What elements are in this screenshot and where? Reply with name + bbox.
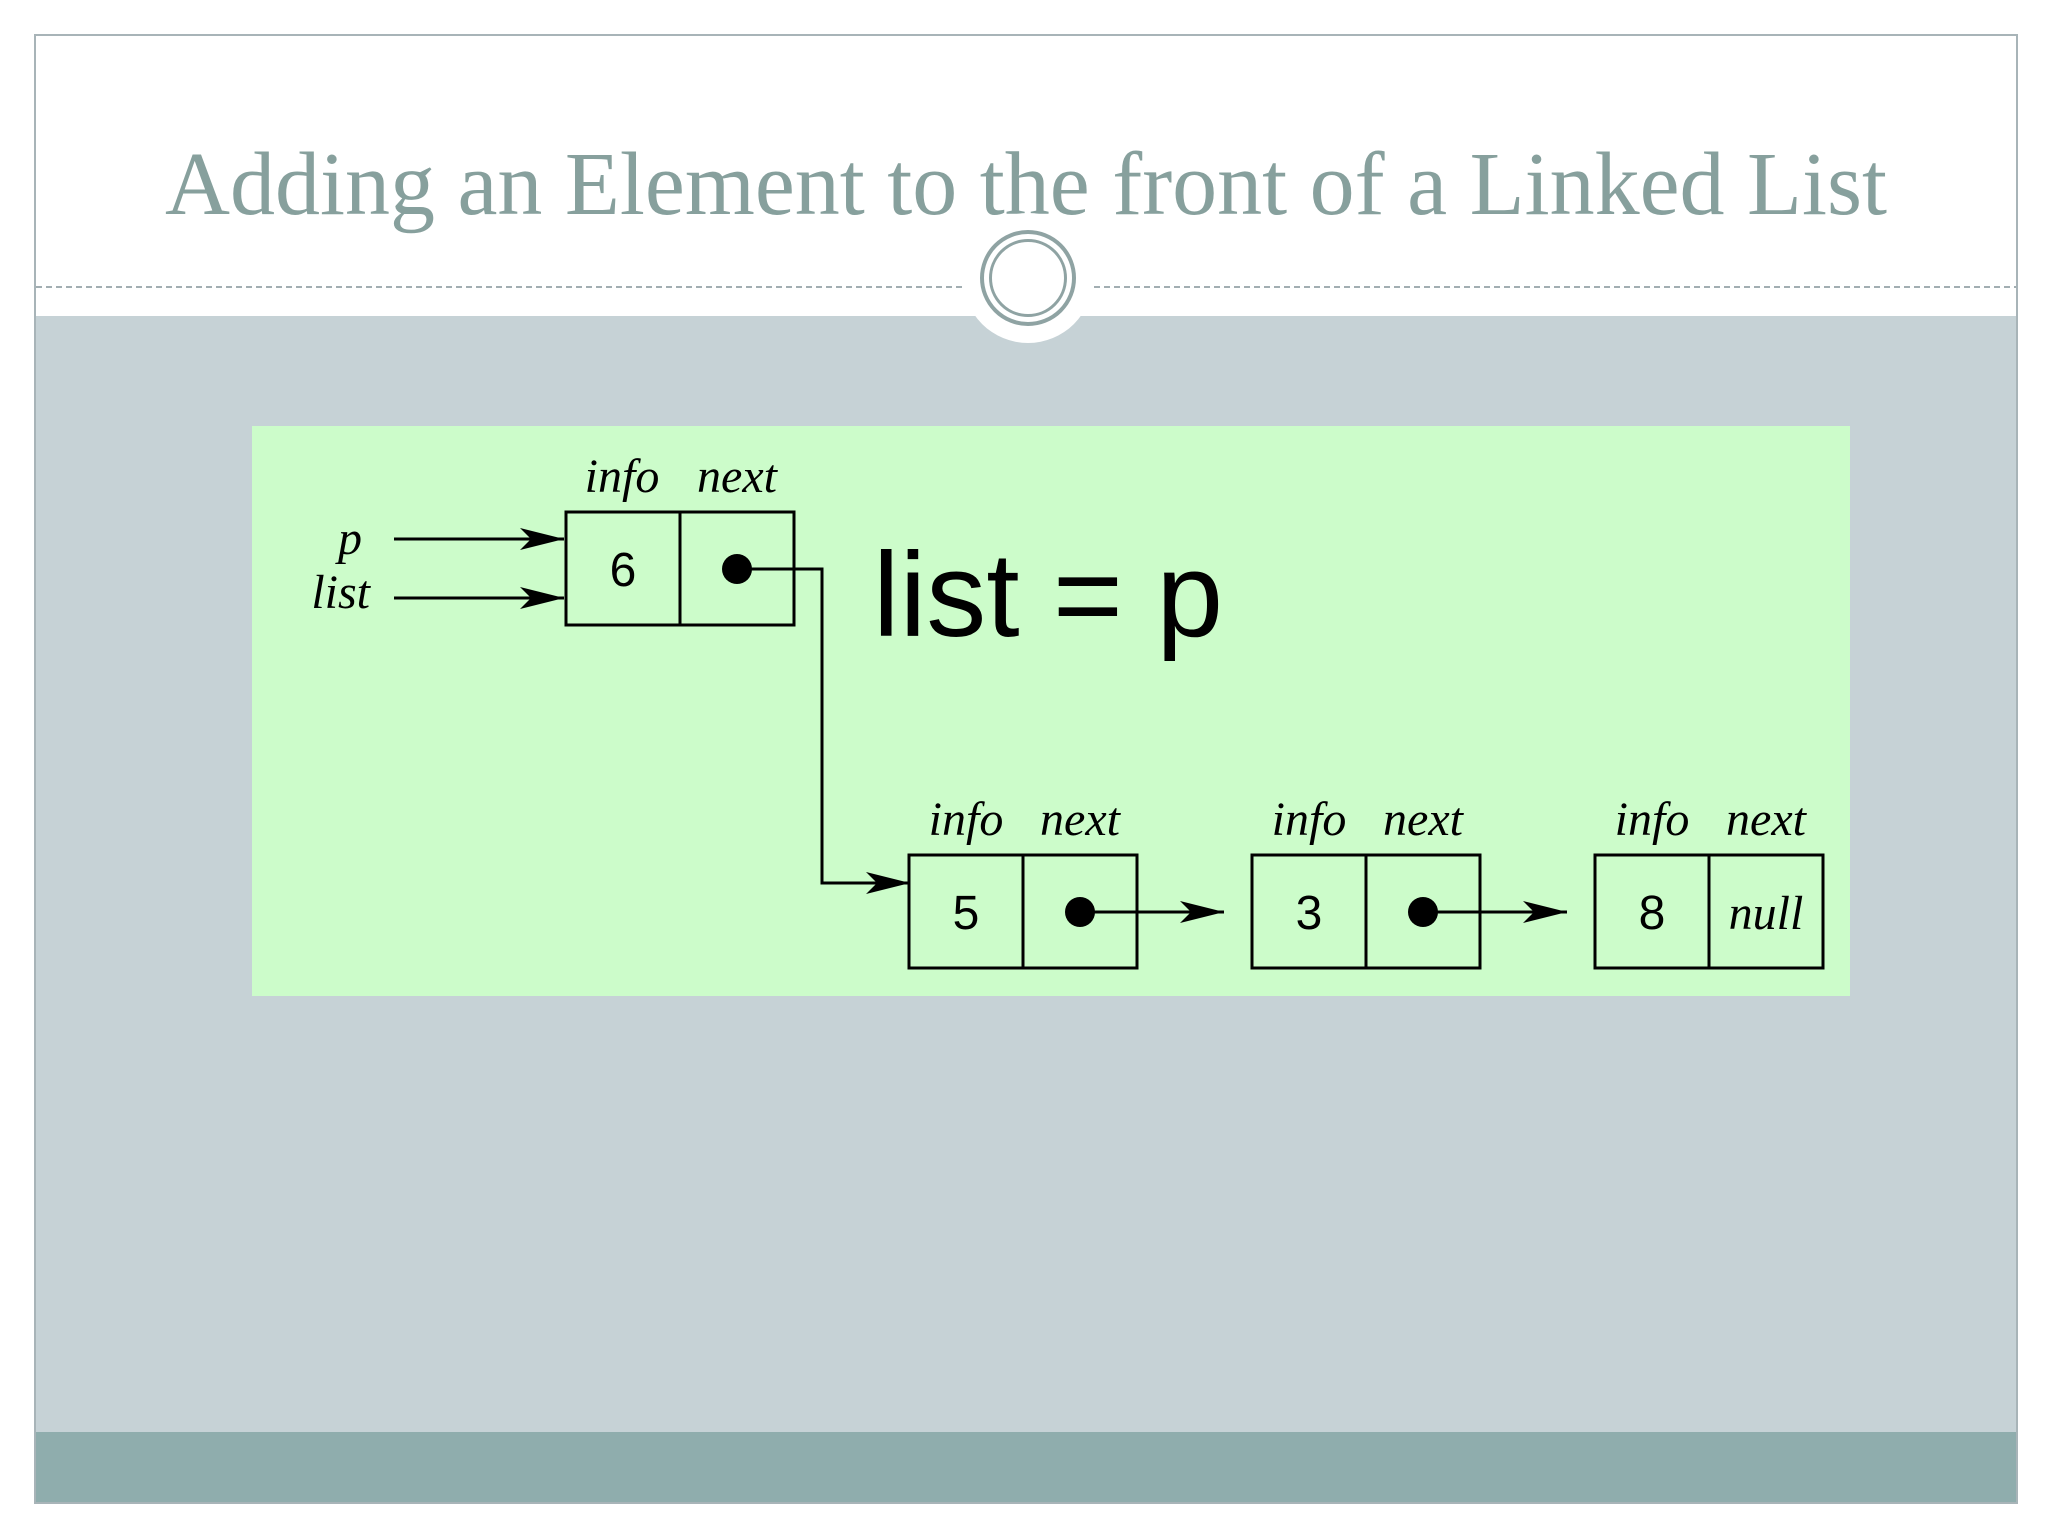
divider-ornament-inner-ring <box>989 239 1067 317</box>
link-arrow-6-to-5 <box>737 567 910 894</box>
divider-ornament-outer-ring <box>980 230 1076 326</box>
footer-band <box>36 1432 2016 1502</box>
title-divider-left <box>36 286 962 288</box>
node-info-value: 5 <box>953 887 980 940</box>
field-label-next: next <box>1726 793 1808 846</box>
field-label-info: info <box>929 793 1004 846</box>
node-info-value: 8 <box>1639 887 1666 940</box>
null-label: null <box>1729 887 1804 940</box>
linked-list-diagram: p list info next 6 list = p info next <box>252 426 1850 996</box>
field-label-info: info <box>585 450 660 503</box>
list-node-8: info next 8 null <box>1593 793 1825 970</box>
pointer-label-list: list <box>311 566 371 619</box>
list-node-6: info next 6 <box>564 450 796 627</box>
linked-list-svg: p list info next 6 list = p info next <box>311 450 1825 970</box>
field-label-info: info <box>1615 793 1690 846</box>
assignment-statement: list = p <box>873 528 1223 662</box>
slide: Adding an Element to the front of a Link… <box>34 34 2018 1504</box>
node-info-value: 3 <box>1296 887 1323 940</box>
field-label-next: next <box>697 450 779 503</box>
list-node-5: info next 5 <box>907 793 1139 970</box>
title-divider-right <box>1094 286 2016 288</box>
node-info-value: 6 <box>610 544 637 597</box>
field-label-next: next <box>1383 793 1465 846</box>
field-label-next: next <box>1040 793 1122 846</box>
pointer-label-p: p <box>335 512 362 565</box>
list-node-3: info next 3 <box>1250 793 1482 970</box>
node-next-cell <box>1707 853 1825 970</box>
field-label-info: info <box>1272 793 1347 846</box>
